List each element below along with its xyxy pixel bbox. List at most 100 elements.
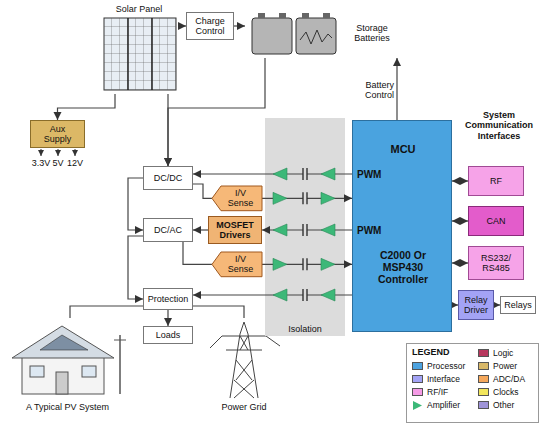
battery-bank: Storage Batteries	[245, 8, 400, 58]
sense-shape	[212, 252, 262, 277]
signal-label: Battery Control	[350, 80, 394, 101]
node-label: A Typical PV System	[26, 402, 109, 412]
connector	[234, 25, 245, 26]
group-heading: System Communication Interfaces	[460, 110, 538, 141]
load-box: Loads	[143, 326, 193, 344]
connector	[58, 94, 116, 120]
power-box: Aux Supply	[30, 120, 85, 148]
node-label: Relays	[504, 300, 532, 310]
node-label: Storage Batteries	[347, 23, 397, 44]
legend-entry: Amplifier	[412, 400, 460, 410]
legend-entry: RF/IF	[412, 387, 448, 397]
pv-system: A Typical PV System	[5, 318, 130, 414]
connector	[168, 58, 265, 166]
node-label: Charge Control	[190, 16, 230, 37]
sense-shape	[212, 186, 262, 211]
voltage-label: 5V	[50, 158, 66, 168]
node-label: Loads	[156, 330, 181, 340]
node-label: CAN	[486, 216, 505, 226]
node-label: Solar Panel	[116, 4, 163, 14]
connector	[128, 178, 143, 230]
capacitor-symbol	[303, 258, 307, 270]
legend-entry: Interface	[412, 374, 460, 384]
interface-box: CAN	[468, 206, 524, 236]
amplifier-symbol	[412, 401, 423, 410]
node-label: Protection	[148, 294, 189, 304]
capacitor-symbol	[303, 289, 307, 301]
solar-panel-art	[104, 18, 176, 90]
node-label: I/V Sense	[222, 188, 259, 209]
driver-box: MOSFET Drivers	[208, 216, 262, 244]
connector	[70, 306, 143, 318]
processor-label: MCU	[353, 143, 453, 156]
process-box: Charge Control	[186, 12, 234, 40]
solar-panel: Solar Panel	[100, 2, 178, 94]
driver-box: Relay Driver	[458, 290, 494, 320]
legend-swatch	[478, 388, 489, 396]
node-label: I/V Sense	[222, 254, 259, 275]
legend-swatch	[478, 375, 489, 383]
sense-block: I/V Sense	[212, 186, 262, 211]
connector	[128, 236, 143, 299]
connector	[178, 25, 186, 26]
node-label: Aux Supply	[41, 124, 75, 145]
isolation-amplifier	[273, 224, 335, 236]
amplifier-symbol	[321, 192, 335, 204]
legend-title: LEGEND	[412, 347, 472, 357]
connector	[193, 306, 244, 318]
amplifier-symbol	[321, 258, 335, 270]
legend-text: Power	[493, 361, 517, 371]
legend-swatch	[412, 375, 423, 383]
legend-text: Other	[493, 400, 514, 410]
legend-text: Clocks	[493, 387, 519, 397]
node-label: Isolation	[288, 324, 322, 334]
interface-box: RF	[468, 166, 524, 196]
legend-entry: Power	[478, 361, 517, 371]
isolation-band-fill	[265, 118, 345, 336]
amplifier-symbol	[321, 168, 335, 180]
amplifier-symbol	[273, 224, 287, 236]
legend-entry: Clocks	[478, 387, 519, 397]
node-label: MOSFET Drivers	[212, 220, 258, 241]
node-label: Relay Driver	[462, 295, 490, 316]
amplifier-symbol	[273, 192, 287, 204]
legend-entry: Logic	[478, 348, 513, 358]
isolation-amplifier	[273, 289, 335, 301]
legend-swatch	[412, 362, 423, 370]
legend-swatch	[478, 362, 489, 370]
node-label: Power Grid	[221, 402, 266, 412]
amplifier-symbol	[273, 258, 287, 270]
amplifier-symbol	[273, 168, 287, 180]
capacitor-symbol	[303, 224, 307, 236]
node-label: DC/AC	[154, 225, 182, 235]
converter-box: DC/DC	[143, 166, 193, 190]
legend-text: ADC/DA	[493, 374, 525, 384]
amplifier-symbol	[273, 289, 287, 301]
relay-box: Relays	[500, 296, 536, 314]
aux-output-arrows	[41, 149, 75, 156]
legend-text: Amplifier	[427, 400, 460, 410]
capacitor-symbol	[303, 168, 307, 180]
processor-label: PWM	[357, 225, 387, 237]
protection-box: Protection	[143, 288, 193, 310]
isolation-amplifier	[273, 258, 335, 270]
connector	[167, 310, 168, 326]
amplifier-symbol	[413, 401, 422, 410]
legend-text: Interface	[427, 374, 460, 384]
legend-entry: ADC/DA	[478, 374, 525, 384]
processor-label: C2000 Or MSP430 Controller	[372, 249, 434, 285]
legend-swatch	[478, 349, 489, 357]
processor-label: PWM	[357, 169, 387, 181]
amplifier-symbol	[321, 224, 335, 236]
legend-swatch	[412, 388, 423, 396]
isolation-band: Isolation	[265, 118, 345, 336]
legend-entry: Processor	[412, 361, 465, 371]
connector	[452, 180, 468, 181]
node-label: DC/DC	[154, 173, 183, 183]
interface-box: RS232/ RS485	[468, 246, 524, 280]
processor-block: PWM MCU PWM C2000 Or MSP430 Controller	[352, 120, 452, 332]
battery-art	[252, 13, 336, 54]
voltage-label: 3.3V	[31, 158, 51, 168]
legend-text: RF/IF	[427, 387, 448, 397]
